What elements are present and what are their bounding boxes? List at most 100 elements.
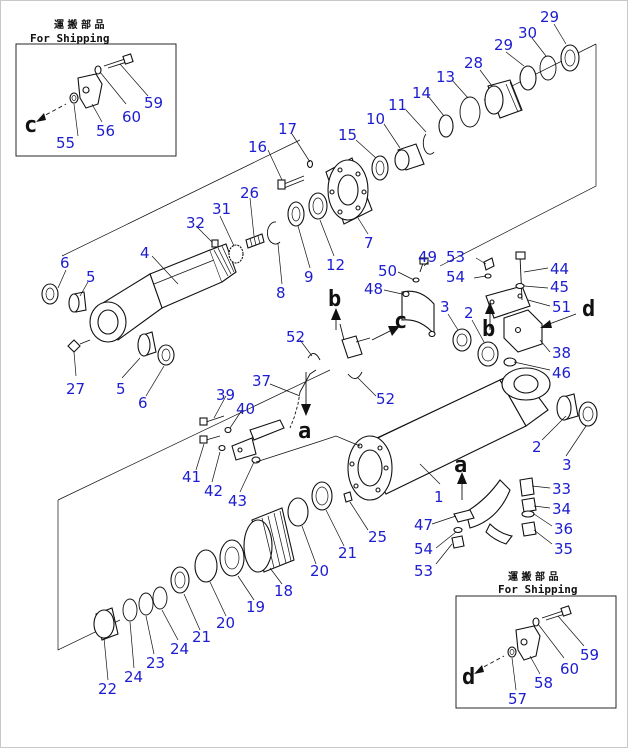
label-10: 10 bbox=[366, 110, 385, 128]
clip-52 bbox=[307, 353, 321, 361]
label-27: 27 bbox=[66, 380, 85, 398]
leader-12 bbox=[319, 219, 335, 257]
bushing-5b-face bbox=[137, 333, 151, 357]
fitting-stem bbox=[79, 339, 91, 345]
bolt-39-head bbox=[199, 417, 208, 426]
label-53b: 53 bbox=[414, 562, 433, 580]
ref-c-label: c bbox=[394, 309, 407, 334]
arrow-c-head bbox=[36, 113, 46, 122]
leader-60 bbox=[99, 71, 127, 105]
leader-6 bbox=[57, 269, 67, 289]
label-4: 4 bbox=[140, 244, 150, 262]
oring-46 bbox=[503, 357, 517, 367]
label-2b: 2 bbox=[532, 438, 542, 456]
leader-52 bbox=[299, 339, 313, 357]
leader-15 bbox=[355, 139, 377, 159]
label-30: 30 bbox=[518, 24, 537, 42]
label-51: 51 bbox=[552, 298, 571, 316]
label-44: 44 bbox=[550, 260, 569, 278]
leader-5b bbox=[121, 357, 141, 379]
leader-39 bbox=[213, 395, 227, 419]
dust-seal-3 bbox=[452, 328, 472, 352]
leader-50 bbox=[397, 271, 415, 281]
leader-33 bbox=[531, 485, 551, 489]
leader-1 bbox=[419, 463, 441, 485]
label-20: 20 bbox=[310, 562, 329, 580]
washer-55-hole bbox=[71, 95, 77, 101]
arrow-c-shaft bbox=[39, 103, 67, 119]
bolt-hole bbox=[361, 189, 367, 195]
leader-54 bbox=[473, 275, 487, 279]
leader-4 bbox=[151, 255, 179, 285]
arrow-a2-head bbox=[457, 472, 467, 484]
ref-d-label: d bbox=[462, 665, 475, 690]
clamp-48 bbox=[401, 257, 436, 338]
leader-3 bbox=[447, 313, 459, 331]
fittings-33-36 bbox=[519, 477, 537, 537]
elbow-fitting bbox=[307, 323, 371, 379]
label-32: 32 bbox=[186, 214, 205, 232]
leader-25 bbox=[349, 501, 369, 531]
ring-29b-inner bbox=[564, 49, 576, 67]
leader-17 bbox=[291, 133, 311, 163]
leader-10 bbox=[383, 123, 401, 149]
leader-9 bbox=[297, 225, 311, 269]
ring-20 bbox=[287, 497, 309, 527]
ring-13 bbox=[459, 96, 481, 128]
bolt-hole bbox=[337, 167, 343, 173]
ring-21-inner bbox=[315, 486, 329, 506]
ref-c-label: c bbox=[24, 113, 37, 138]
label-55: 55 bbox=[56, 134, 75, 152]
ring-24 bbox=[152, 586, 168, 610]
label-1: 1 bbox=[434, 488, 444, 506]
leader-38 bbox=[539, 339, 551, 353]
label-39: 39 bbox=[216, 386, 235, 404]
pipe-flange bbox=[231, 437, 257, 461]
bolt-49-head bbox=[419, 257, 429, 265]
leader-27 bbox=[73, 351, 77, 377]
ring-12 bbox=[308, 192, 328, 220]
washer-60 bbox=[94, 65, 102, 75]
shipping-en-label: For Shipping bbox=[30, 32, 109, 45]
bolt-59-head bbox=[122, 53, 134, 65]
label-41: 41 bbox=[182, 468, 201, 486]
washer-60 bbox=[532, 617, 540, 627]
leader-8 bbox=[277, 243, 283, 285]
label-8: 8 bbox=[276, 284, 286, 302]
label-33: 33 bbox=[552, 480, 571, 498]
leader-3b bbox=[565, 425, 587, 457]
leader-13 bbox=[451, 79, 469, 99]
label-58: 58 bbox=[534, 674, 553, 692]
bolt-41-head bbox=[199, 435, 208, 444]
leader-58 bbox=[529, 655, 541, 675]
label-23: 23 bbox=[146, 654, 165, 672]
clamp-48-hole bbox=[428, 330, 436, 338]
shipping-en-label: For Shipping bbox=[498, 583, 577, 596]
label-56: 56 bbox=[96, 122, 115, 140]
washer-42 bbox=[218, 444, 226, 452]
shipping-inset-top-left: 運 搬 部 品 For Shipping c bbox=[15, 18, 177, 157]
washer-50 bbox=[412, 277, 420, 283]
elbow-body bbox=[341, 335, 363, 359]
label-48: 48 bbox=[364, 280, 383, 298]
label-24b: 24 bbox=[124, 668, 143, 686]
label-13: 13 bbox=[436, 68, 455, 86]
label-37: 37 bbox=[252, 372, 271, 390]
label-22: 22 bbox=[98, 680, 117, 698]
arrow-b2-head bbox=[485, 302, 495, 314]
label-12: 12 bbox=[326, 256, 345, 274]
leader-2b bbox=[541, 415, 567, 441]
label-59b: 59 bbox=[580, 646, 599, 664]
frame-line bbox=[439, 44, 597, 267]
label-45: 45 bbox=[550, 278, 569, 296]
label-34: 34 bbox=[552, 500, 571, 518]
cylinder-head-7 bbox=[325, 157, 373, 225]
dust-seal-3b-inner bbox=[582, 406, 594, 422]
bracket-part-58 bbox=[515, 625, 541, 661]
leader-59 bbox=[119, 63, 149, 97]
arrow-d-shaft bbox=[477, 655, 505, 671]
dust-seal-3b bbox=[578, 401, 598, 427]
label-5: 5 bbox=[86, 268, 96, 286]
ring-19 bbox=[219, 539, 245, 577]
